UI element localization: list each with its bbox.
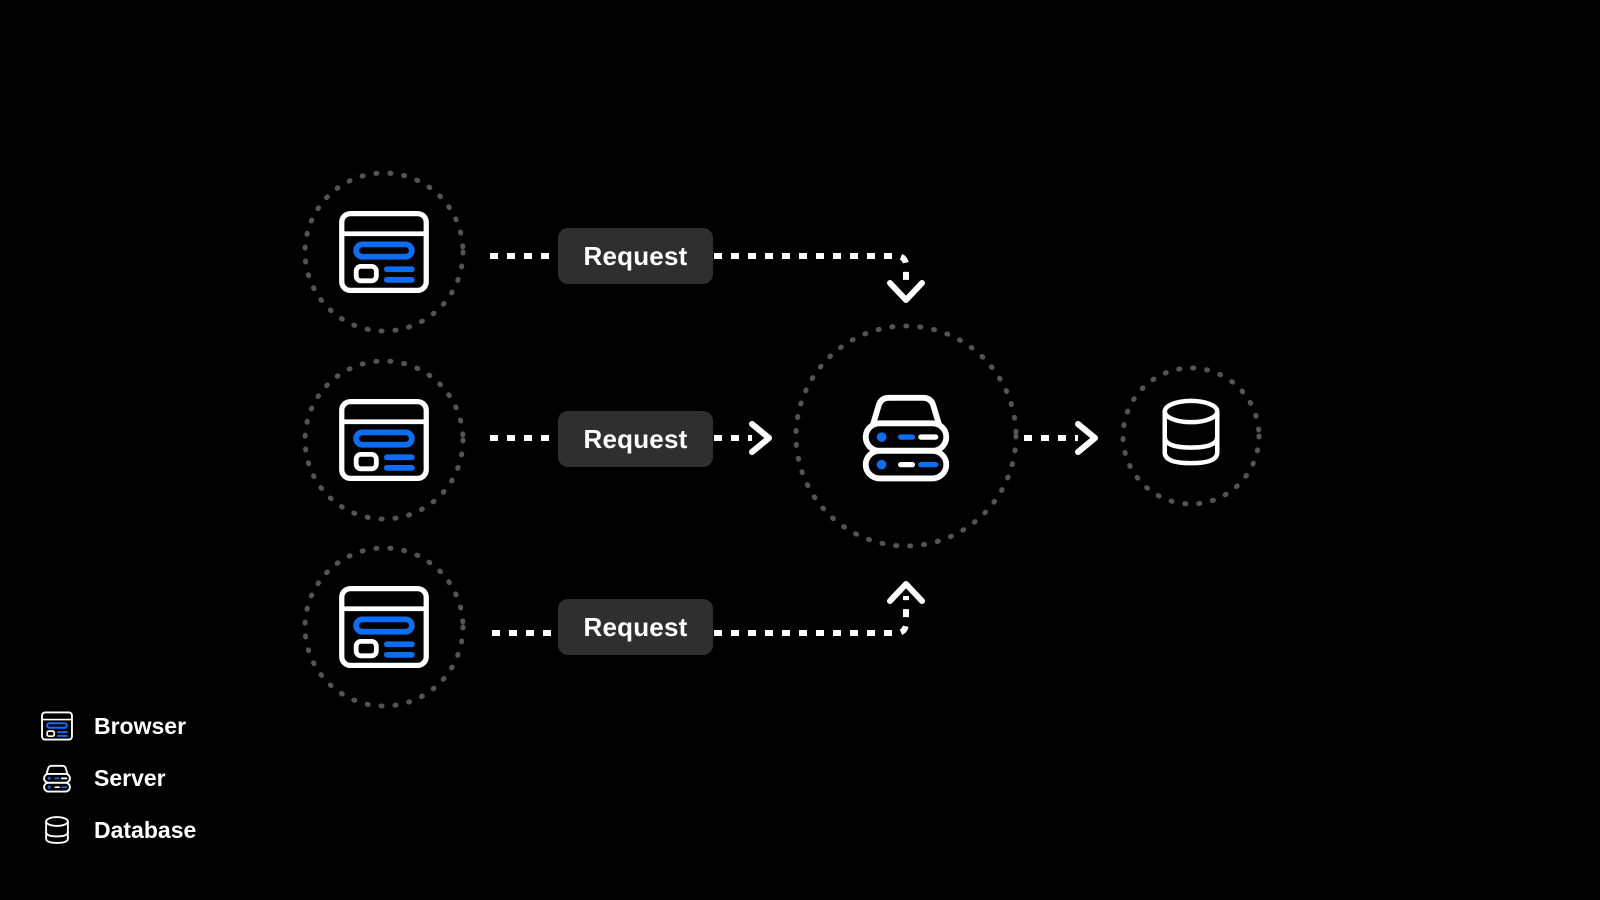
database-icon: [40, 813, 74, 847]
edge-label-request-middle: Request: [558, 411, 713, 467]
edge-bottom-segment-right: [714, 596, 909, 636]
legend-label-browser: Browser: [94, 712, 187, 739]
node-halo-browser-2: [302, 358, 466, 522]
edge-top-arrowhead-down-icon: [887, 280, 925, 303]
legend-item-browser: Browser: [40, 700, 340, 752]
node-halo-database-1: [1120, 365, 1262, 507]
node-browser-1-browser-icon[interactable]: [342, 214, 426, 291]
legend: Browser Server Database: [40, 700, 340, 856]
node-halo-browser-1: [302, 170, 466, 334]
edge-server-db-arrowhead-right-icon: [1075, 421, 1098, 455]
edge-middle-arrowhead-right-icon: [749, 421, 772, 455]
node-halo-server-1: [793, 323, 1019, 549]
edge-top-segment-right: [714, 253, 909, 288]
node-server-1-server-icon[interactable]: [866, 398, 947, 479]
node-browser-2-browser-icon[interactable]: [342, 402, 426, 479]
legend-label-database: Database: [94, 816, 197, 843]
server-icon: [40, 761, 74, 795]
browser-icon: [40, 709, 74, 743]
node-browser-3-browser-icon[interactable]: [342, 589, 426, 666]
legend-item-database: Database: [40, 804, 340, 856]
legend-label-server: Server: [94, 764, 166, 791]
edge-label-request-top: Request: [558, 228, 713, 284]
edge-label-request-bottom: Request: [558, 599, 713, 655]
legend-item-server: Server: [40, 752, 340, 804]
node-halo-browser-3: [302, 545, 466, 709]
node-database-1-database-icon[interactable]: [1165, 401, 1217, 463]
edge-bottom-arrowhead-up-icon: [887, 581, 925, 604]
